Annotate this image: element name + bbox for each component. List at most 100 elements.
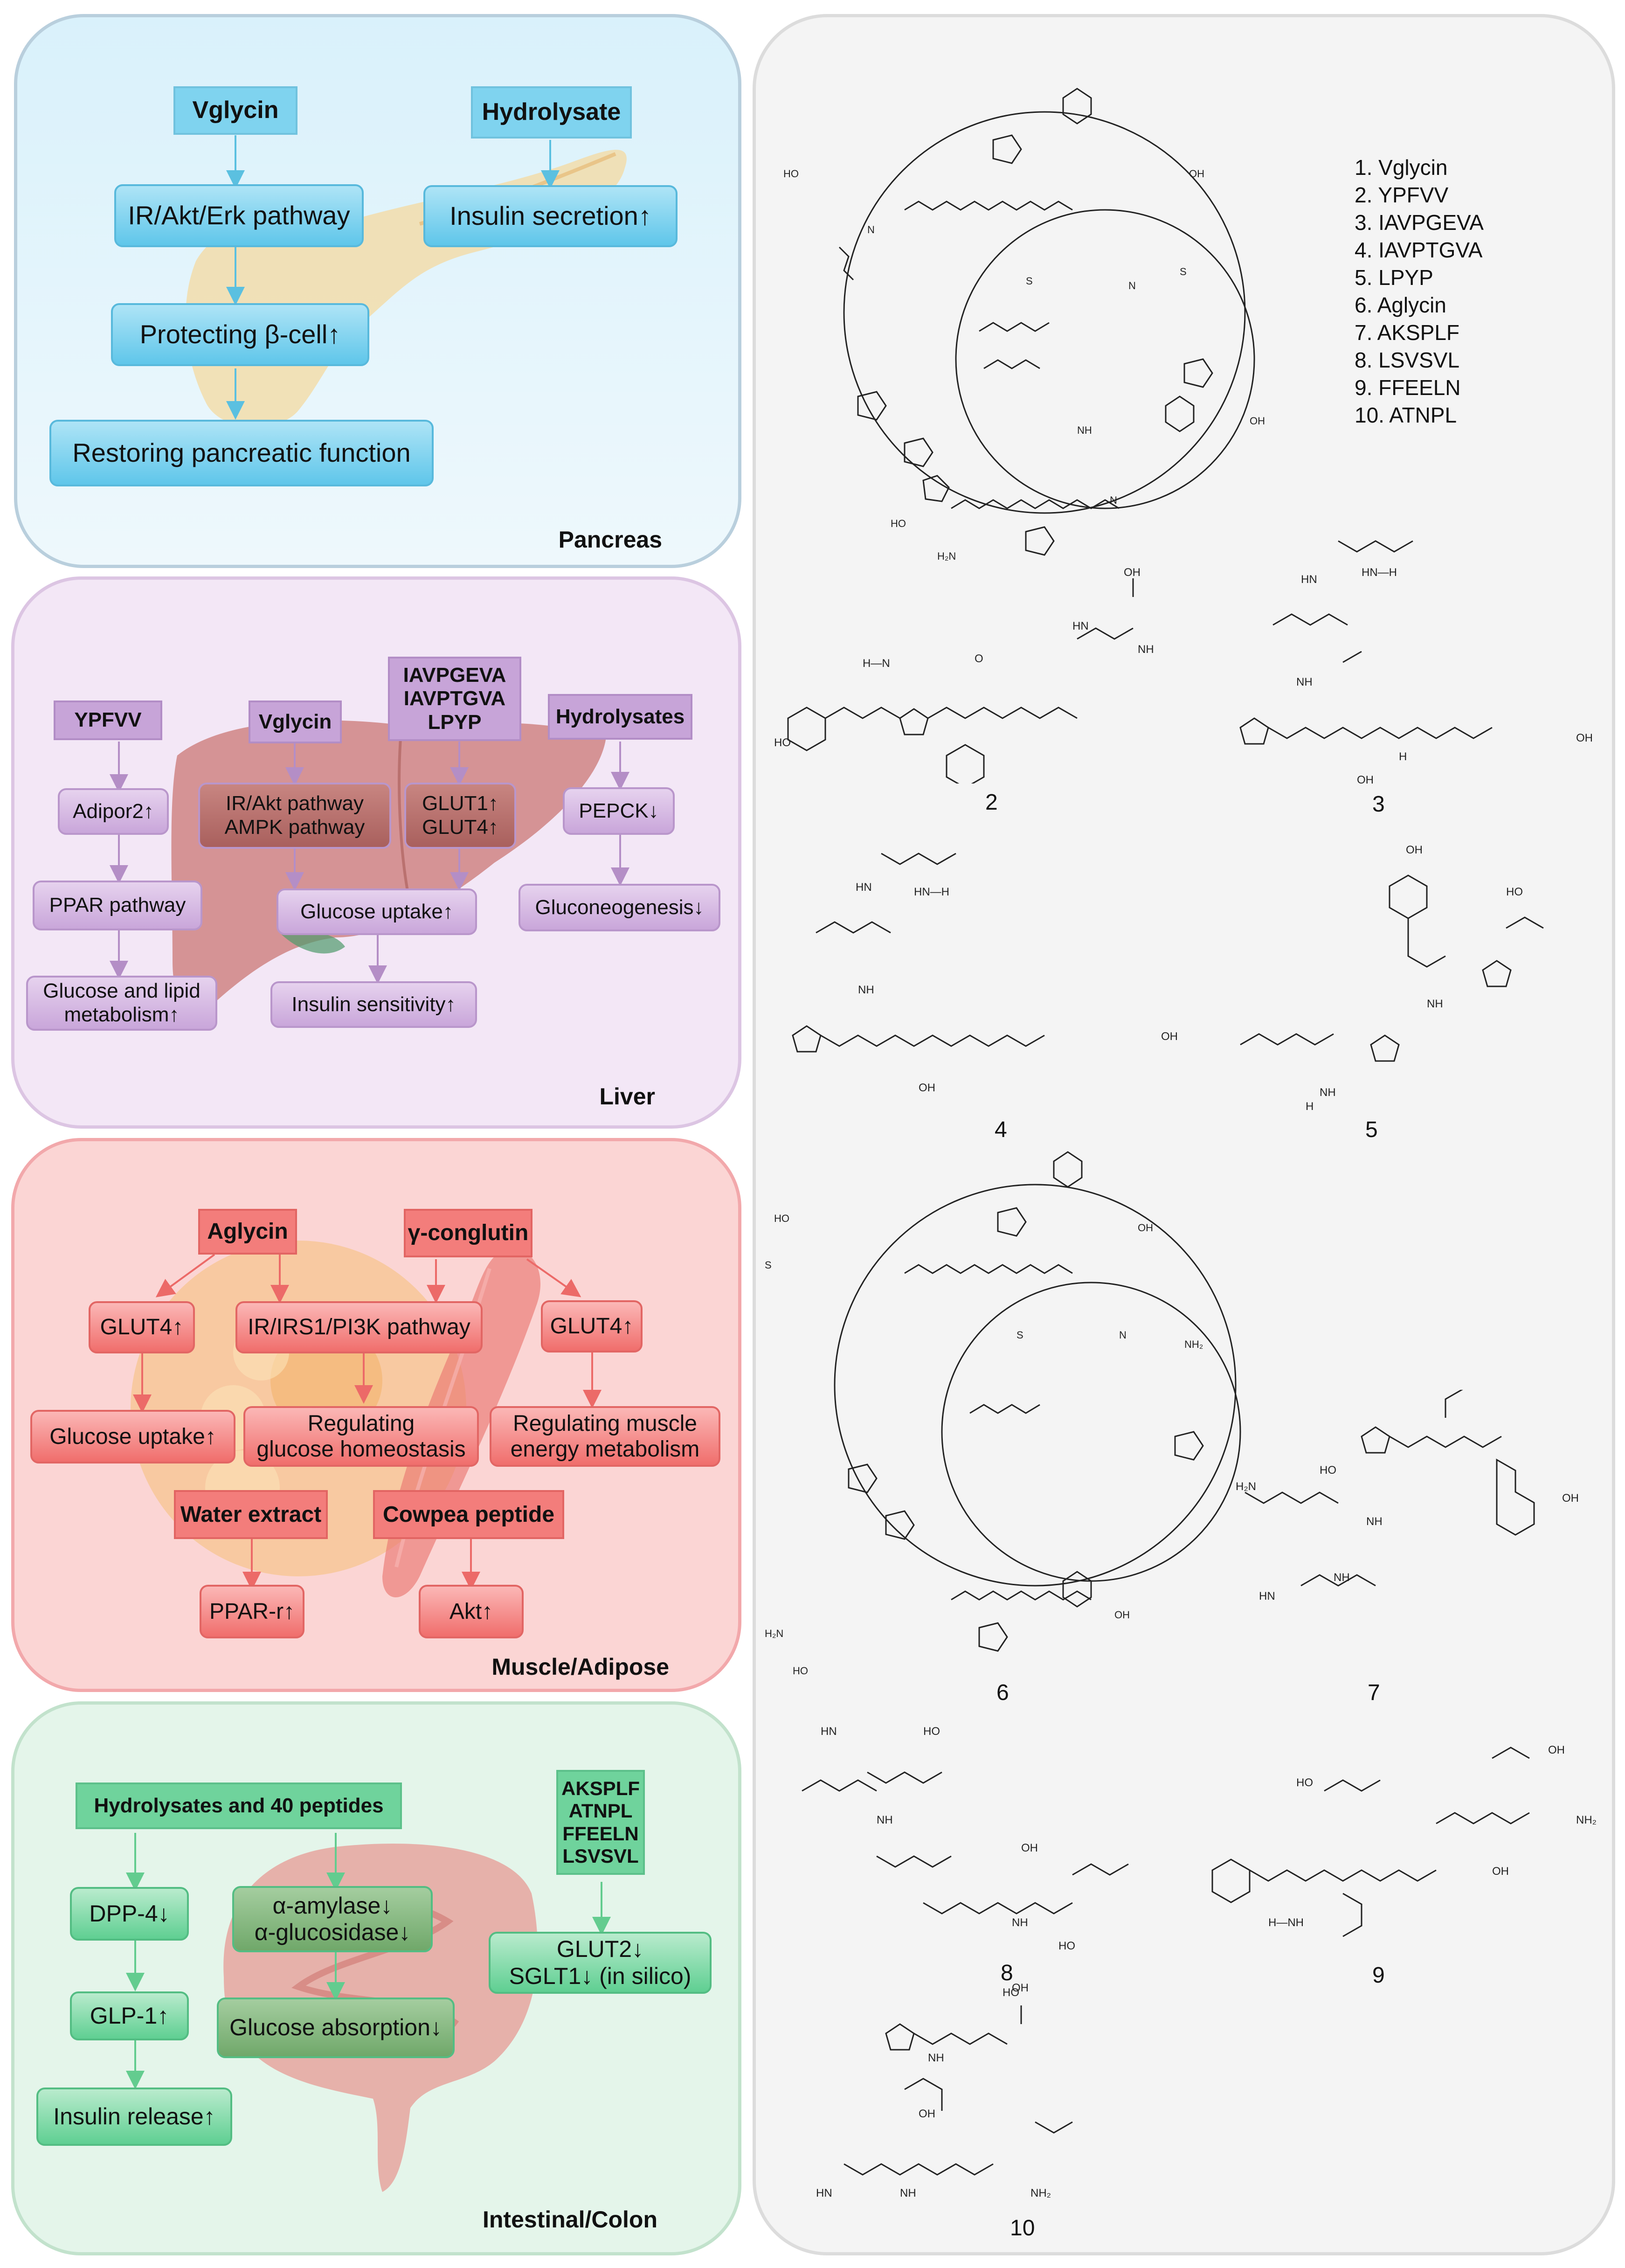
svg-text:OH: OH (1250, 415, 1265, 427)
svg-text:N: N (867, 224, 875, 236)
muscle-box-ppar-r: PPAR-r↑ (200, 1585, 304, 1638)
svg-text:HN: HN (816, 2187, 832, 2199)
svg-text:NH: NH (1296, 676, 1313, 688)
svg-text:NH: NH (928, 2052, 944, 2064)
muscle-box-glut4-left: GLUT4↑ (89, 1301, 195, 1353)
pancreas-box-restoring-function: Restoring pancreatic function (49, 420, 434, 486)
liver-label: Liver (599, 1083, 655, 1110)
svg-text:H₂N: H₂N (1236, 1480, 1256, 1493)
svg-text:HN: HN (821, 1725, 837, 1738)
svg-text:HN—H: HN—H (1362, 566, 1397, 579)
structure-number-8: 8 (1001, 1961, 1013, 1985)
intestine-head-peptides: AKSPLF ATNPL FFEELN LSVSVL (556, 1770, 645, 1875)
svg-text:NH: NH (1138, 643, 1154, 656)
peptide-list-item: 1. Vglycin (1355, 155, 1448, 180)
intestinal-colon-label: Intestinal/Colon (483, 2206, 657, 2233)
svg-text:N: N (1110, 494, 1117, 506)
muscle-box-akt: Akt↑ (419, 1585, 524, 1638)
structure-number-6: 6 (996, 1680, 1009, 1705)
svg-text:H: H (1306, 1100, 1314, 1113)
svg-text:OH: OH (1114, 1609, 1130, 1621)
svg-text:NH: NH (1012, 1916, 1028, 1929)
intestine-box-amylase-glucosidase: α-amylase↓ α-glucosidase↓ (232, 1886, 433, 1952)
pancreas-head-vglycin: Vglycin (173, 86, 297, 135)
svg-text:HO: HO (1296, 1776, 1313, 1789)
svg-text:S: S (1026, 275, 1033, 287)
muscle-box-glucose-homeostasis: Regulating glucose homeostasis (243, 1406, 479, 1467)
svg-text:OH: OH (1492, 1865, 1509, 1878)
svg-text:OH: OH (1406, 844, 1423, 856)
svg-text:HN: HN (1301, 573, 1317, 586)
peptide-list-item: 6. Aglycin (1355, 293, 1446, 317)
svg-text:OH: OH (1189, 168, 1204, 180)
svg-text:HO: HO (774, 736, 791, 749)
structure-number-5: 5 (1365, 1117, 1378, 1142)
svg-text:HO: HO (1506, 886, 1523, 898)
svg-text:OH: OH (1357, 774, 1374, 784)
flow-arrows (110, 135, 629, 2089)
muscle-head-cowpea-peptide: Cowpea peptide (373, 1490, 564, 1539)
svg-text:NH: NH (1334, 1571, 1350, 1584)
peptide-list: 1. Vglycin 2. YPFVV 3. IAVPGEVA 4. IAVPT… (1355, 154, 1484, 429)
svg-text:HN: HN (856, 881, 872, 894)
svg-text:OH: OH (1012, 1982, 1029, 1994)
svg-text:O: O (975, 652, 983, 665)
svg-text:H—NH: H—NH (1268, 1916, 1304, 1929)
svg-text:HO: HO (783, 168, 799, 180)
muscle-box-muscle-energy: Regulating muscle energy metabolism (490, 1406, 720, 1467)
liver-head-hydrolysates: Hydrolysates (548, 694, 692, 740)
svg-text:OH: OH (1161, 1030, 1178, 1043)
liver-box-gluconeogenesis: Gluconeogenesis↓ (519, 884, 720, 931)
structure-number-3: 3 (1372, 792, 1385, 817)
muscle-head-water-extract: Water extract (174, 1490, 328, 1539)
liver-box-pepck: PEPCK↓ (563, 787, 675, 835)
peptide-list-item: 4. IAVPTGVA (1355, 238, 1483, 262)
svg-text:HO: HO (793, 1665, 808, 1674)
liver-box-glucose-lipid-metabolism: Glucose and lipid metabolism↑ (26, 976, 217, 1031)
svg-text:OH: OH (1124, 566, 1141, 579)
pancreas-box-protecting-beta-cell: Protecting β-cell↑ (111, 303, 369, 366)
svg-text:H₂N: H₂N (937, 550, 956, 562)
peptide-list-item: 10. ATNPL (1355, 403, 1457, 427)
svg-text:S: S (765, 1259, 772, 1271)
structure-number-9: 9 (1372, 1963, 1385, 1988)
liver-head-vglycin: Vglycin (249, 701, 342, 743)
intestine-box-glucose-absorption: Glucose absorption↓ (217, 1998, 455, 2058)
svg-text:OH: OH (919, 1082, 935, 1094)
svg-text:NH: NH (858, 984, 874, 996)
pancreas-box-insulin-secretion: Insulin secretion↑ (423, 185, 678, 247)
structure-number-4: 4 (995, 1117, 1007, 1142)
svg-text:HN—H: HN—H (914, 886, 949, 898)
svg-text:HO: HO (1058, 1940, 1075, 1952)
svg-text:OH: OH (1562, 1492, 1579, 1505)
svg-text:NH: NH (1077, 424, 1092, 436)
svg-text:H: H (1399, 750, 1407, 763)
svg-text:NH: NH (900, 2187, 916, 2199)
structure-number-7: 7 (1368, 1680, 1380, 1705)
pancreas-head-hydrolysate: Hydrolysate (471, 86, 632, 139)
peptide-list-item: 5. LPYP (1355, 265, 1433, 290)
muscle-box-glucose-uptake: Glucose uptake↑ (30, 1410, 235, 1463)
muscle-head-gamma-conglutin: γ-conglutin (404, 1209, 532, 1257)
liver-box-adipor2: Adipor2↑ (58, 788, 169, 835)
peptide-list-item: 2. YPFVV (1355, 183, 1449, 207)
svg-text:HO: HO (923, 1725, 940, 1738)
svg-text:NH₂: NH₂ (1184, 1339, 1203, 1350)
structures-panel (753, 14, 1615, 2255)
svg-text:OH: OH (919, 2108, 935, 2120)
svg-text:OH: OH (1138, 1222, 1153, 1234)
svg-text:HN: HN (1259, 1590, 1275, 1602)
svg-text:HO: HO (1003, 1986, 1019, 1999)
peptide-list-item: 8. LSVSVL (1355, 348, 1460, 372)
structure-4-iavptgva: HN HN—H NH OH OH (792, 853, 1178, 1094)
liver-box-ppar-pathway: PPAR pathway (33, 881, 202, 930)
structure-number-10: 10 (1010, 2216, 1035, 2240)
liver-head-ypfvv: YPFVV (54, 701, 162, 740)
muscle-box-ir-irs1-pi3k: IR/IRS1/PI3K pathway (235, 1301, 483, 1353)
